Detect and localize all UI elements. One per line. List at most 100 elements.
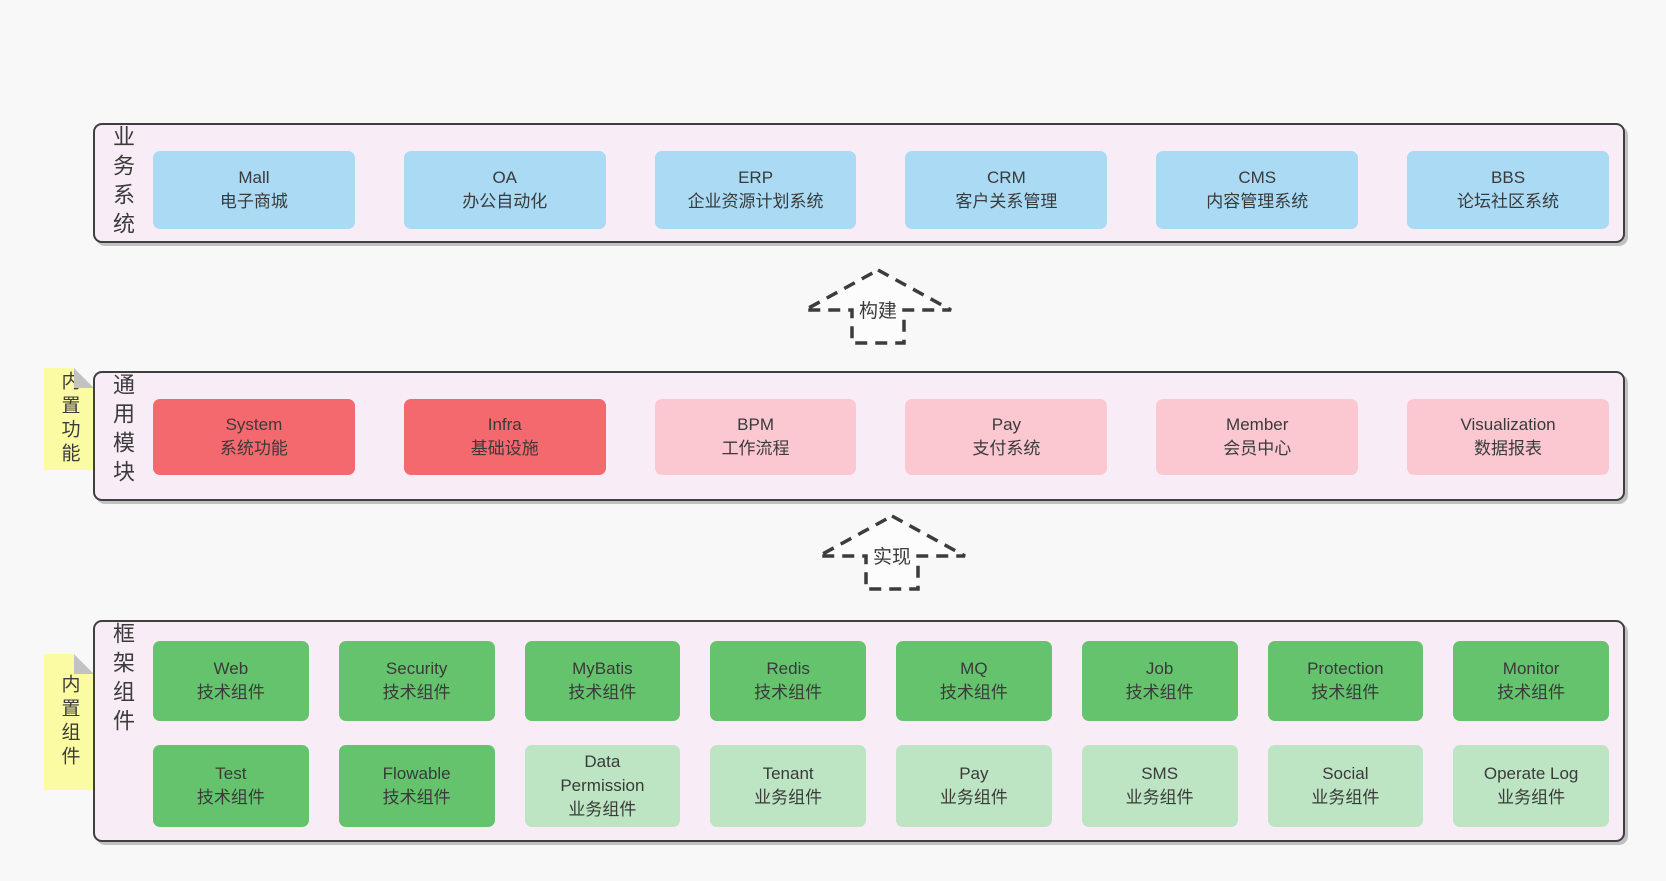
box-desc: 客户关系管理 <box>955 192 1058 211</box>
box-mq: MQ 技术组件 <box>896 641 1052 721</box>
box-desc: 业务组件 <box>939 788 1008 807</box>
box-name: CMS <box>1238 168 1277 187</box>
box-desc: 业务组件 <box>1497 788 1566 807</box>
box-monitor: Monitor 技术组件 <box>1453 641 1609 721</box>
box-desc: 办公自动化 <box>462 192 548 211</box>
box-desc: 工作流程 <box>721 439 790 458</box>
sticky-note-builtin-components: 内置组件 <box>44 654 94 790</box>
box-name: Test <box>215 764 247 783</box>
arrow-build-label: 构建 <box>803 296 953 323</box>
box-pay-component: Pay 业务组件 <box>896 745 1052 827</box>
box-name: Monitor <box>1502 659 1560 678</box>
box-desc: 系统功能 <box>219 439 288 458</box>
box-desc: 技术组件 <box>1125 683 1194 702</box>
box-desc: 支付系统 <box>972 439 1041 458</box>
box-desc: 技术组件 <box>382 788 451 807</box>
box-name: System <box>225 415 283 434</box>
box-bbs: BBS 论坛社区系统 <box>1407 151 1609 229</box>
box-name: Flowable <box>382 764 451 783</box>
box-name: Member <box>1226 415 1289 434</box>
box-desc: 技术组件 <box>939 683 1008 702</box>
box-desc: 论坛社区系统 <box>1457 192 1560 211</box>
box-mybatis: MyBatis 技术组件 <box>524 641 681 721</box>
box-desc: 内容管理系统 <box>1206 192 1309 211</box>
box-sms: SMS 业务组件 <box>1081 745 1238 827</box>
box-desc: 技术组件 <box>754 683 823 702</box>
box-desc: 技术组件 <box>568 683 637 702</box>
business-systems-row: Mall 电子商城 OA 办公自动化 ERP 企业资源计划系统 CRM 客户关系… <box>153 151 1609 229</box>
box-desc: 数据报表 <box>1474 439 1543 458</box>
box-crm: CRM 客户关系管理 <box>905 151 1108 229</box>
box-cms: CMS 内容管理系统 <box>1156 151 1359 229</box>
sticky-note-builtin-features: 内置功能 <box>44 368 94 470</box>
box-name: BPM <box>737 415 774 434</box>
box-name: MQ <box>960 659 988 678</box>
arrow-build: 构建 <box>803 268 953 346</box>
box-data-permission: Data Permission 业务组件 <box>524 745 681 827</box>
box-desc: 技术组件 <box>196 788 265 807</box>
box-desc: 电子商城 <box>219 192 288 211</box>
box-member: Member 会员中心 <box>1156 399 1359 475</box>
box-name: ERP <box>738 168 774 187</box>
box-infra: Infra 基础设施 <box>403 399 606 475</box>
box-operate-log: Operate Log 业务组件 <box>1453 745 1609 827</box>
common-modules-panel-label: 通用模块 <box>110 373 135 489</box>
box-visualization: Visualization 数据报表 <box>1407 399 1609 475</box>
box-name: Protection <box>1307 659 1384 678</box>
common-modules-row: System 系统功能 Infra 基础设施 BPM 工作流程 Pay 支付系统… <box>153 399 1609 475</box>
box-desc: 技术组件 <box>382 683 451 702</box>
box-name: Security <box>385 659 448 678</box>
common-modules-panel: 通用模块 System 系统功能 Infra 基础设施 BPM 工作流程 Pay… <box>93 371 1625 501</box>
box-desc: 业务组件 <box>1125 788 1194 807</box>
box-name: Tenant <box>762 764 814 783</box>
box-name: OA <box>492 168 518 187</box>
framework-components-panel: 框架组件 Web 技术组件 Security 技术组件 MyBatis 技术组件… <box>93 620 1625 842</box>
box-name: Data Permission <box>560 752 645 795</box>
box-flowable: Flowable 技术组件 <box>338 745 495 827</box>
box-name: Mall <box>238 168 270 187</box>
box-erp: ERP 企业资源计划系统 <box>654 151 857 229</box>
box-name: Job <box>1145 659 1174 678</box>
box-web: Web 技术组件 <box>153 641 309 721</box>
box-desc: 业务组件 <box>754 788 823 807</box>
box-system: System 系统功能 <box>153 399 355 475</box>
box-name: SMS <box>1141 764 1179 783</box>
box-name: Social <box>1322 764 1369 783</box>
box-desc: 基础设施 <box>470 439 539 458</box>
arrow-implement: 实现 <box>817 514 967 592</box>
box-job: Job 技术组件 <box>1081 641 1238 721</box>
box-tenant: Tenant 业务组件 <box>710 745 866 827</box>
box-name: Pay <box>991 415 1022 434</box>
box-mall: Mall 电子商城 <box>153 151 355 229</box>
box-name: Visualization <box>1460 415 1556 434</box>
box-social: Social 业务组件 <box>1267 745 1424 827</box>
arrow-implement-label: 实现 <box>817 542 967 569</box>
box-name: BBS <box>1491 168 1526 187</box>
box-name: MyBatis <box>572 659 633 678</box>
sticky-note-label: 内置组件 <box>58 674 80 770</box>
folded-corner-icon <box>74 368 94 388</box>
box-oa: OA 办公自动化 <box>403 151 606 229</box>
box-desc: 技术组件 <box>196 683 265 702</box>
box-desc: 业务组件 <box>568 800 637 819</box>
box-name: Pay <box>959 764 989 783</box>
box-pay-module: Pay 支付系统 <box>905 399 1108 475</box>
box-name: CRM <box>987 168 1026 187</box>
box-name: Operate Log <box>1483 764 1579 783</box>
box-desc: 会员中心 <box>1223 439 1292 458</box>
sticky-note-label: 内置功能 <box>58 371 80 467</box>
box-security: Security 技术组件 <box>338 641 495 721</box>
box-desc: 技术组件 <box>1311 683 1380 702</box>
box-name: Redis <box>766 659 810 678</box>
folded-corner-icon <box>74 654 94 674</box>
box-desc: 业务组件 <box>1311 788 1380 807</box>
box-bpm: BPM 工作流程 <box>654 399 857 475</box>
box-name: Web <box>213 659 249 678</box>
box-test: Test 技术组件 <box>153 745 309 827</box>
business-systems-panel: 业务系统 Mall 电子商城 OA 办公自动化 ERP 企业资源计划系统 CRM… <box>93 123 1625 243</box>
box-name: Infra <box>487 415 522 434</box>
box-desc: 企业资源计划系统 <box>687 192 824 211</box>
box-desc: 技术组件 <box>1497 683 1566 702</box>
framework-components-grid: Web 技术组件 Security 技术组件 MyBatis 技术组件 Redi… <box>153 641 1609 827</box>
